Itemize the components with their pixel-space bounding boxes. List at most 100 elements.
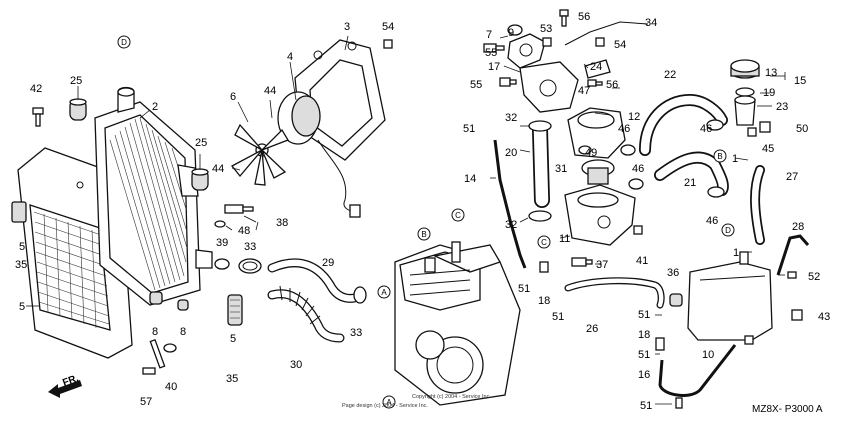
label-53: 53	[540, 23, 552, 35]
hose-21	[654, 151, 729, 196]
outlet-housing	[519, 61, 579, 113]
label-3: 3	[344, 21, 350, 33]
label-8a: 8	[152, 326, 158, 338]
label-17: 17	[488, 61, 500, 73]
reserve-tank	[687, 251, 773, 345]
filler-neck	[734, 95, 756, 126]
seal-19	[735, 87, 755, 97]
label-1b: 1	[733, 247, 739, 259]
label-25b: 25	[195, 137, 207, 149]
ref-a2: A	[386, 398, 392, 407]
label-1a: 1	[732, 153, 738, 165]
hose-clamp	[238, 258, 262, 274]
tube-16	[658, 344, 737, 397]
clamp-32a	[528, 120, 552, 132]
label-51c: 51	[552, 311, 564, 323]
corrugated-hose	[267, 285, 345, 343]
plug-18b	[655, 337, 665, 351]
label-20: 20	[505, 147, 517, 159]
label-54a: 54	[382, 21, 394, 33]
engine	[394, 241, 521, 406]
label-35b: 35	[226, 373, 238, 385]
wire-34	[564, 21, 649, 46]
label-2: 2	[152, 101, 158, 113]
label-8b: 8	[180, 326, 186, 338]
hose-22	[639, 93, 728, 156]
copyright-line-2: Page design (c) 2004 - Service Inc.	[342, 403, 428, 409]
label-26: 26	[586, 323, 598, 335]
label-10: 10	[702, 349, 714, 361]
bracket-24	[584, 59, 611, 79]
thermostat-cover	[507, 33, 546, 69]
hose-27	[750, 165, 765, 245]
label-55a: 55	[485, 47, 497, 59]
label-42: 42	[30, 83, 42, 95]
label-47: 47	[578, 85, 590, 97]
ref-a1: A	[381, 288, 387, 297]
fan-motor	[277, 91, 361, 218]
clamp-46c	[628, 178, 644, 190]
ref-d1: D	[121, 38, 127, 47]
label-37: 37	[596, 259, 608, 271]
collar-39	[214, 258, 230, 270]
label-29: 29	[322, 257, 334, 269]
label-6: 6	[230, 91, 236, 103]
label-51f: 51	[640, 400, 652, 412]
label-31: 31	[555, 163, 567, 175]
rubber-pad	[227, 294, 243, 326]
label-51d: 51	[638, 309, 650, 321]
label-35a: 35	[15, 259, 27, 271]
label-28: 28	[792, 221, 804, 233]
part-numbers: 42 25 2 25 5 35 5 3 54 4 6 44 44 38 48 3…	[15, 11, 830, 412]
ref-c1: C	[455, 211, 461, 220]
diagram-code: MZ8X- P3000 A	[752, 404, 823, 415]
label-36: 36	[667, 267, 679, 279]
radiator	[94, 86, 213, 306]
thermo-switch	[214, 204, 254, 228]
label-5b: 5	[19, 301, 25, 313]
clamp-46b	[620, 144, 636, 156]
label-24: 24	[590, 61, 602, 73]
grommet-36	[669, 293, 683, 307]
thermostat	[581, 159, 615, 185]
thermostat-housing	[567, 107, 626, 159]
label-55b: 55	[470, 79, 482, 91]
o-ring-9	[507, 24, 523, 36]
label-45: 45	[762, 143, 774, 155]
clip-52	[787, 271, 797, 279]
label-7: 7	[486, 29, 492, 41]
sensor-37	[571, 257, 593, 267]
label-44a: 44	[264, 85, 276, 97]
ref-b1: B	[421, 230, 426, 239]
label-46a: 46	[618, 123, 630, 135]
bolt-41	[633, 225, 643, 235]
hose-29	[267, 258, 365, 303]
label-33a: 33	[244, 241, 256, 253]
label-5a: 5	[19, 241, 25, 253]
label-13: 13	[765, 67, 777, 79]
cooling-fan	[231, 123, 289, 186]
label-46d: 46	[706, 215, 718, 227]
clip-51f	[675, 397, 683, 409]
filler-cap	[730, 59, 760, 79]
label-52: 52	[808, 271, 820, 283]
hose-26	[564, 277, 665, 309]
grommet-8b	[177, 299, 189, 311]
seal-49	[578, 145, 592, 155]
grommet	[191, 168, 209, 191]
label-18b: 18	[638, 329, 650, 341]
ref-marks: D B C A A C D B	[117, 35, 735, 409]
label-51b: 51	[518, 283, 530, 295]
label-48: 48	[238, 225, 250, 237]
rubber-mount	[11, 201, 27, 223]
label-57: 57	[140, 396, 152, 408]
label-22: 22	[664, 69, 676, 81]
label-50: 50	[796, 123, 808, 135]
label-32a: 32	[505, 112, 517, 124]
fan-shroud	[294, 39, 386, 161]
label-40: 40	[165, 381, 177, 393]
label-46c: 46	[700, 123, 712, 135]
label-34: 34	[645, 17, 657, 29]
label-9: 9	[508, 27, 514, 39]
ref-d2: D	[725, 226, 731, 235]
